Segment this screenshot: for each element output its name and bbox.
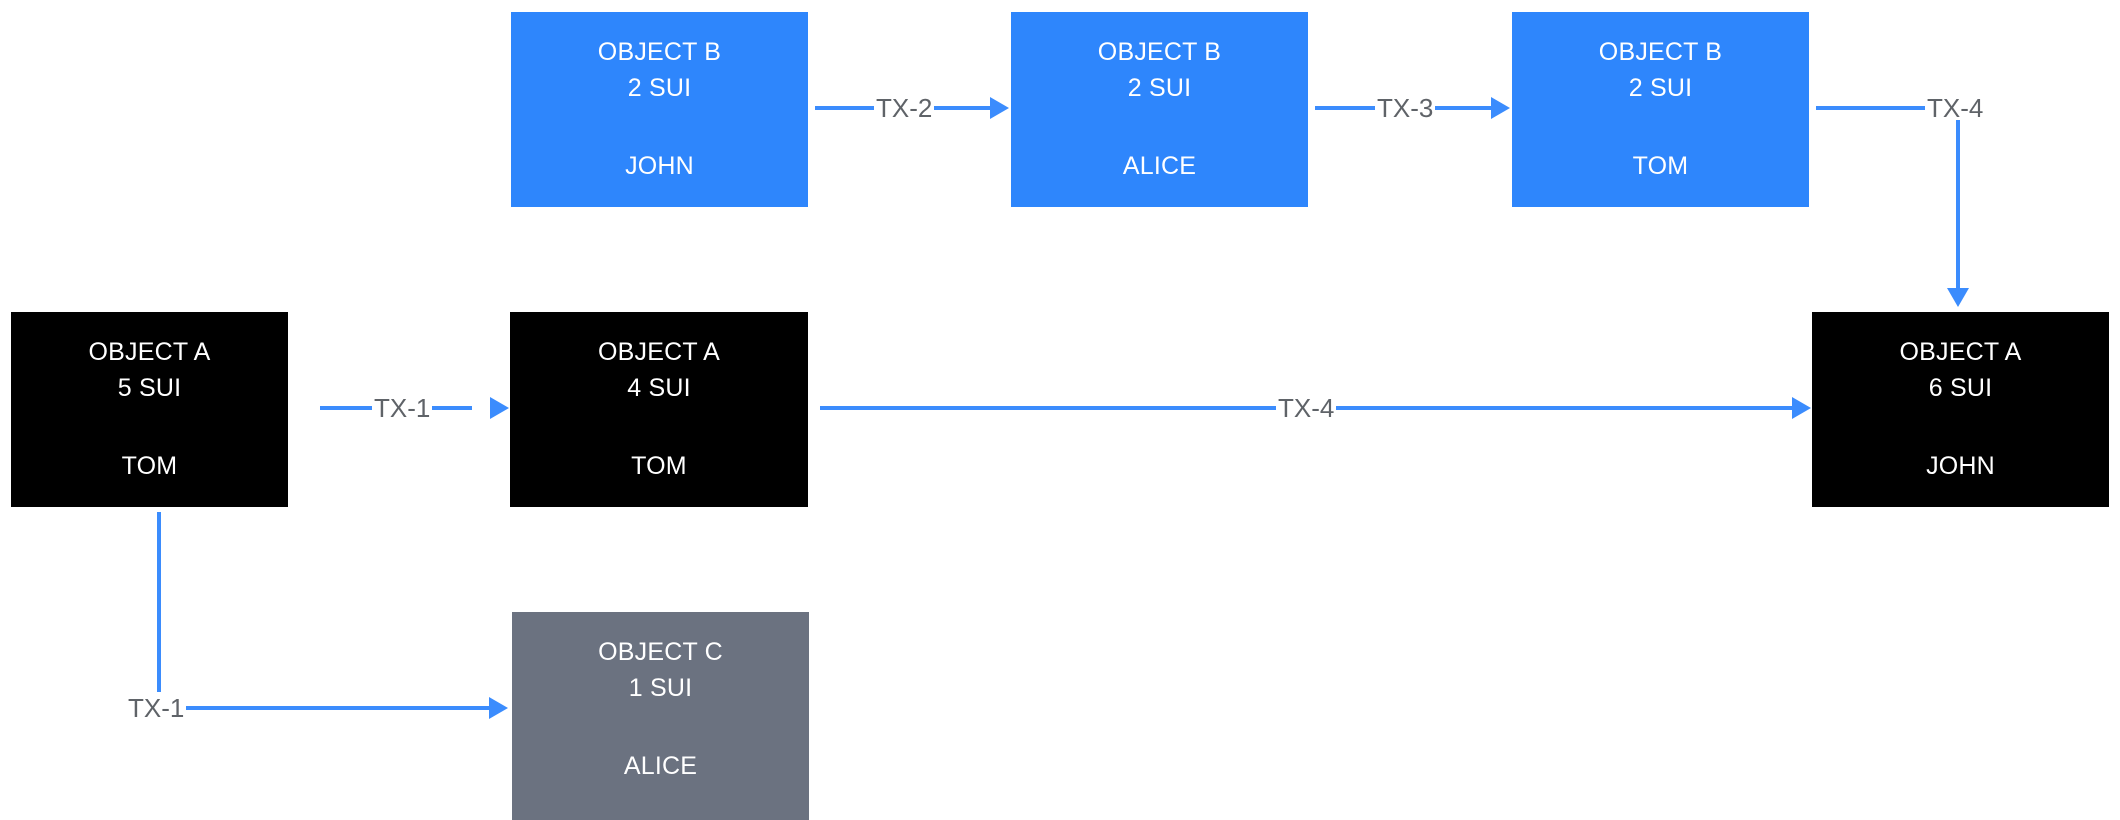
node-amount-label: 5 SUI	[117, 374, 182, 402]
node-amount-label: 4 SUI	[627, 374, 691, 402]
node-object-a-6-john[interactable]: OBJECT A 6 SUI JOHN	[1812, 312, 2109, 507]
node-object-b-tom[interactable]: OBJECT B 2 SUI TOM	[1512, 12, 1809, 207]
edge-label-tx4-from-b: TX-4	[1925, 93, 1986, 123]
node-object-a-5-tom[interactable]: OBJECT A 5 SUI TOM	[11, 312, 288, 507]
node-owner-label: JOHN	[1926, 452, 1995, 480]
node-owner-label: ALICE	[623, 752, 698, 780]
node-owner-label: TOM	[121, 452, 178, 480]
edge-tx1c-vertical-line	[157, 512, 161, 692]
node-amount-label: 2 SUI	[1127, 74, 1192, 102]
edge-label-tx1-to-a: TX-1	[372, 393, 433, 423]
node-owner-label: JOHN	[625, 152, 694, 180]
node-object-label: OBJECT B	[1097, 38, 1222, 66]
edge-label-tx4-from-a: TX-4	[1276, 393, 1337, 423]
node-amount-label: 6 SUI	[1928, 374, 1993, 402]
edge-tx1c-arrowhead	[489, 697, 508, 719]
edge-tx4b-vertical-line	[1956, 120, 1960, 290]
edge-tx1a-arrowhead	[490, 397, 509, 419]
edge-tx1c-horizontal-line	[186, 706, 490, 710]
node-object-label: OBJECT B	[597, 38, 722, 66]
edge-tx4a-arrowhead	[1792, 397, 1811, 419]
node-object-label: OBJECT A	[88, 338, 211, 366]
edge-label-tx2: TX-2	[874, 93, 935, 123]
node-object-label: OBJECT A	[597, 338, 720, 366]
node-amount-label: 2 SUI	[627, 74, 692, 102]
node-object-label: OBJECT C	[598, 638, 723, 666]
node-owner-label: TOM	[631, 452, 687, 480]
edge-tx2-arrowhead	[990, 97, 1009, 119]
node-amount-label: 2 SUI	[1628, 74, 1693, 102]
edge-label-tx1-to-c: TX-1	[126, 693, 187, 723]
node-object-c-alice[interactable]: OBJECT C 1 SUI ALICE	[512, 612, 809, 820]
node-object-label: OBJECT B	[1598, 38, 1723, 66]
node-owner-label: ALICE	[1122, 152, 1197, 180]
node-amount-label: 1 SUI	[628, 674, 693, 702]
node-object-b-alice[interactable]: OBJECT B 2 SUI ALICE	[1011, 12, 1308, 207]
node-object-label: OBJECT A	[1899, 338, 2022, 366]
node-object-b-john[interactable]: OBJECT B 2 SUI JOHN	[511, 12, 808, 207]
node-owner-label: TOM	[1632, 152, 1689, 180]
edge-tx4b-arrowhead	[1947, 288, 1969, 307]
edge-label-tx3: TX-3	[1375, 93, 1436, 123]
edge-tx3-arrowhead	[1491, 97, 1510, 119]
node-object-a-4-tom[interactable]: OBJECT A 4 SUI TOM	[510, 312, 808, 507]
edge-tx4b-horizontal-line	[1816, 106, 1931, 110]
